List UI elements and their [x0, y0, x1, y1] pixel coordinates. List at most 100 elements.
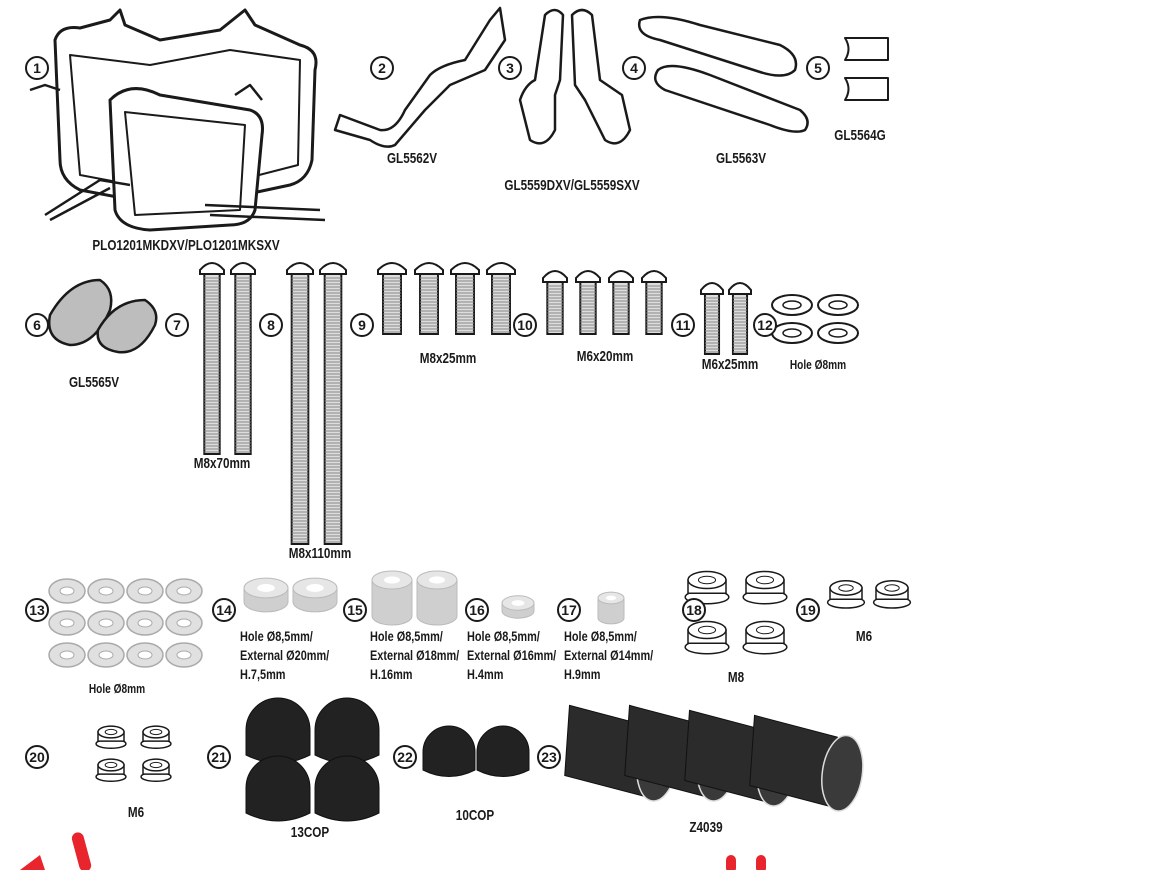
- spacer-hole: [257, 584, 275, 592]
- part-number-badge: 8: [259, 313, 283, 337]
- bolt-head: [414, 262, 444, 275]
- nut-hole: [149, 728, 163, 736]
- spec-line: Hole Ø8,5mm/: [467, 628, 540, 644]
- protective-cap: [422, 725, 476, 777]
- part-number-badge: 13: [25, 598, 49, 622]
- label-p15-specs: Hole Ø8,5mm/External Ø18mm/H.16mm: [370, 627, 459, 684]
- label-p11: M6x25mm: [701, 356, 759, 373]
- washer-hole: [98, 618, 114, 628]
- bolt-shank: [203, 273, 221, 455]
- part-number-badge: 22: [393, 745, 417, 769]
- protective-cap: [314, 755, 380, 822]
- bolt-shank: [612, 281, 630, 335]
- washer-hole: [828, 300, 848, 310]
- spec-line: External Ø14mm/: [564, 647, 654, 663]
- cover-opening: [821, 734, 864, 812]
- part-number-badge: 10: [513, 313, 537, 337]
- part-number-badge: 9: [350, 313, 374, 337]
- label-p4: GL5563V: [715, 150, 767, 167]
- washer-hole: [59, 618, 75, 628]
- bolt-shank: [731, 293, 749, 355]
- bolt-shank: [645, 281, 663, 335]
- label-p8-short: M8x70mm: [193, 455, 251, 472]
- label-p18: M8: [727, 669, 745, 686]
- spec-line: H.16mm: [370, 666, 413, 682]
- label-p17-specs: Hole Ø8,5mm/External Ø14mm/H.9mm: [564, 627, 653, 684]
- washer-hole: [98, 650, 114, 660]
- spacer-hole: [306, 584, 324, 592]
- spec-line: External Ø16mm/: [467, 647, 557, 663]
- washer-hole: [176, 618, 192, 628]
- bolt-shank: [579, 281, 597, 335]
- label-p22: 10COP: [455, 807, 495, 824]
- washer-hole: [137, 586, 153, 596]
- spacer-body: [416, 579, 458, 626]
- spec-line: Hole Ø8,5mm/: [370, 628, 443, 644]
- part-number-badge: 6: [25, 313, 49, 337]
- part-number-badge: 14: [212, 598, 236, 622]
- part-number-badge: 11: [671, 313, 695, 337]
- label-p20: M6: [127, 804, 145, 821]
- part-number-badge: 3: [498, 56, 522, 80]
- part-number-badge: 19: [796, 598, 820, 622]
- part-number-badge: 20: [25, 745, 49, 769]
- nut-hole: [697, 625, 717, 635]
- washer-hole: [59, 650, 75, 660]
- bolt-head: [486, 262, 516, 275]
- label-p14-specs: Hole Ø8,5mm/External Ø20mm/H.7,5mm: [240, 627, 329, 684]
- bolt-shank: [703, 293, 721, 355]
- nut-hole: [755, 625, 775, 635]
- nut-hole: [104, 761, 118, 769]
- protective-cap: [245, 697, 311, 764]
- spec-line: Hole Ø8,5mm/: [564, 628, 637, 644]
- part-number-badge: 18: [682, 598, 706, 622]
- label-p9: M8x25mm: [419, 350, 477, 367]
- bolt-head: [700, 282, 724, 295]
- protective-cap: [314, 697, 380, 764]
- bolt-shank: [419, 273, 439, 335]
- nut-hole: [104, 728, 118, 736]
- part-number-badge: 5: [806, 56, 830, 80]
- washer-hole: [782, 328, 802, 338]
- label-p1: PLO1201MKDXV/PLO1201MKSXV: [92, 237, 280, 254]
- label-p8-long: M8x110mm: [288, 545, 352, 562]
- red-fragment: [726, 855, 736, 870]
- spacer-body: [371, 579, 413, 626]
- label-p5: GL5564G: [834, 127, 886, 144]
- label-p13: Hole Ø8mm: [88, 681, 146, 696]
- spacer-hole: [605, 595, 617, 601]
- bracket-gl5562v: [333, 6, 507, 148]
- protective-cap: [476, 725, 530, 777]
- plate-gl5563v-bottom: [653, 64, 809, 133]
- label-p2: GL5562V: [386, 150, 438, 167]
- part-number-badge: 4: [622, 56, 646, 80]
- bolt-head: [199, 262, 225, 275]
- washer-hole: [176, 586, 192, 596]
- nut-hole: [149, 761, 163, 769]
- spacer-gl5564g-bottom: [844, 77, 889, 101]
- spec-line: External Ø20mm/: [240, 647, 330, 663]
- bolt-shank: [234, 273, 252, 455]
- washer-hole: [98, 586, 114, 596]
- spacer-gl5564g-top: [844, 37, 889, 61]
- washer-hole: [137, 650, 153, 660]
- label-p19: M6: [855, 628, 873, 645]
- bolt-head: [728, 282, 752, 295]
- protective-cap: [245, 755, 311, 822]
- spec-line: H.9mm: [564, 666, 601, 682]
- bolt-shank: [382, 273, 402, 335]
- label-p10: M6x20mm: [576, 348, 634, 365]
- spec-line: Hole Ø8,5mm/: [240, 628, 313, 644]
- red-fragment: [756, 855, 766, 870]
- washer-hole: [59, 586, 75, 596]
- washer-hole: [137, 618, 153, 628]
- nut-hole: [697, 575, 717, 585]
- bolt-head: [230, 262, 256, 275]
- label-p3: GL5559DXV/GL5559SXV: [504, 177, 640, 194]
- part-number-badge: 23: [537, 745, 561, 769]
- spacer-gl5565v-b: [96, 298, 158, 354]
- bolt-head: [319, 262, 347, 275]
- spec-line: H.4mm: [467, 666, 504, 682]
- bolt-head: [575, 270, 601, 283]
